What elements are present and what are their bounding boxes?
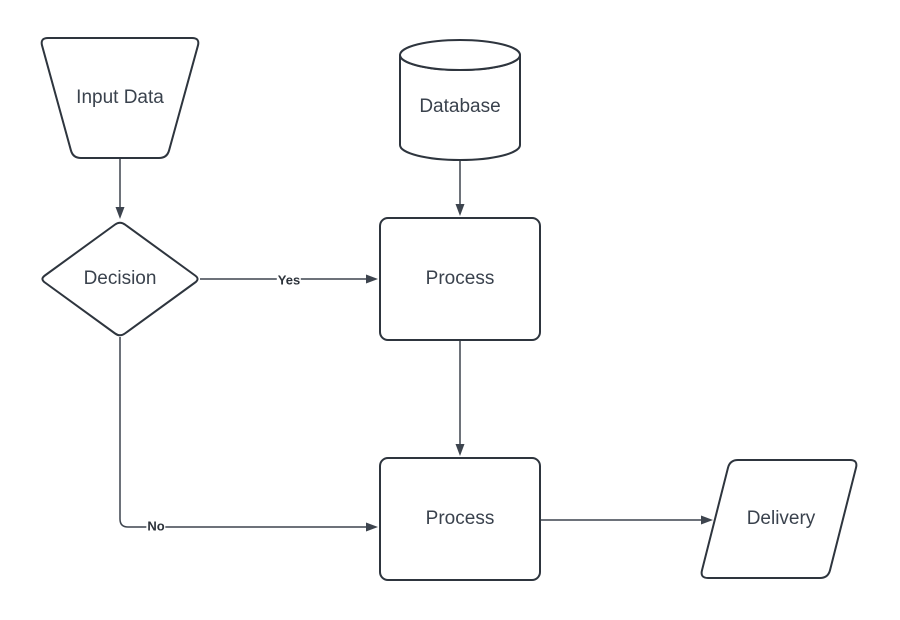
edge-input-data-to-decision[interactable] xyxy=(115,158,125,219)
node-input-data-shape[interactable] xyxy=(40,37,200,159)
edge-label-no: No xyxy=(146,518,166,534)
node-database-label: Database xyxy=(419,96,501,117)
node-decision-label: Decision xyxy=(83,268,157,289)
arrowhead-icon xyxy=(455,444,465,456)
node-process-2-shape[interactable] xyxy=(379,457,541,581)
edge-decision-to-process-2[interactable] xyxy=(119,337,378,532)
node-delivery-label: Delivery xyxy=(746,508,816,529)
edge-process-1-to-process-2[interactable] xyxy=(455,340,465,456)
node-process-2-label: Process xyxy=(425,508,495,529)
node-database-shape[interactable] xyxy=(399,39,521,161)
arrowhead-icon xyxy=(366,522,378,532)
node-process-1-label: Process xyxy=(425,268,495,289)
arrowhead-icon xyxy=(701,515,713,525)
node-input-data-label: Input Data xyxy=(76,87,164,108)
arrowhead-icon xyxy=(366,274,378,284)
node-decision-shape[interactable] xyxy=(41,221,199,337)
edge-label-yes: Yes xyxy=(276,272,302,288)
node-delivery-shape[interactable] xyxy=(700,459,858,579)
edge-database-to-process-1[interactable] xyxy=(455,160,465,216)
cylinder-top[interactable] xyxy=(399,39,521,71)
edge-process-2-to-delivery[interactable] xyxy=(540,515,713,525)
arrowhead-icon xyxy=(455,204,465,216)
edge-line[interactable] xyxy=(119,337,367,528)
node-process-1-shape[interactable] xyxy=(379,217,541,341)
arrowhead-icon xyxy=(115,207,125,219)
